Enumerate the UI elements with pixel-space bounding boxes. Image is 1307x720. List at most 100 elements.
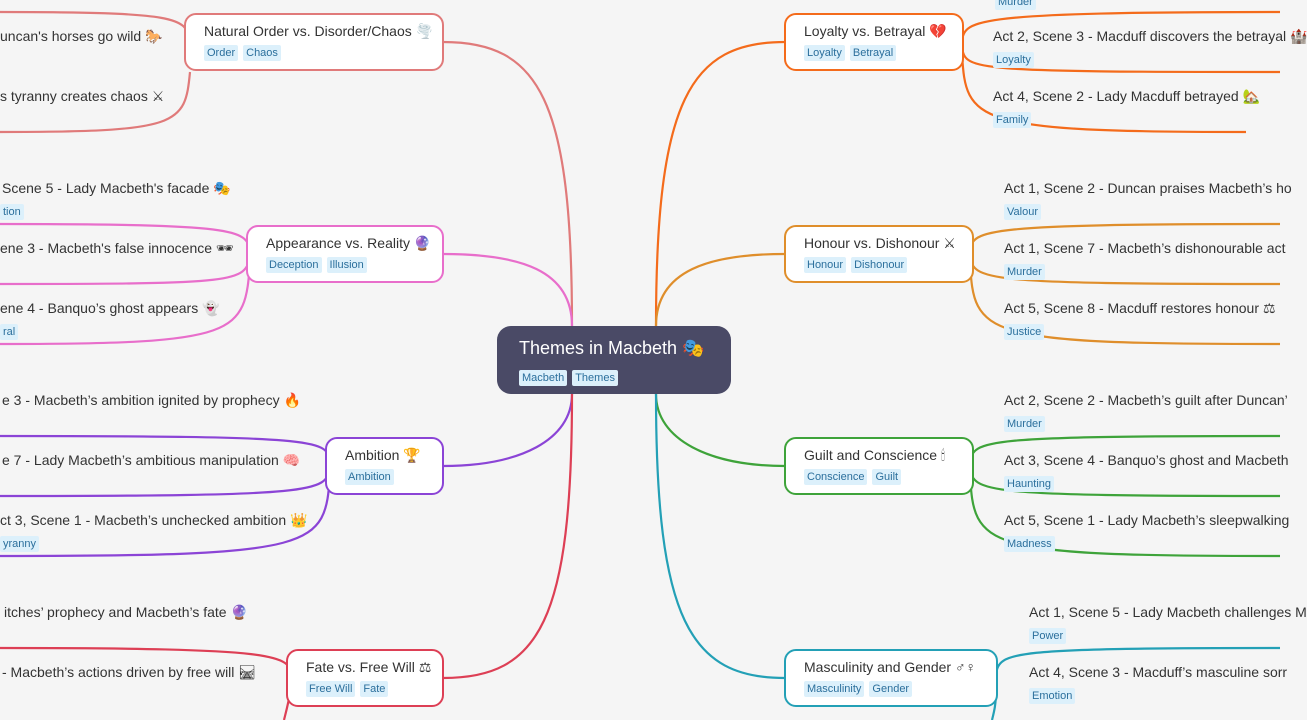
leaf-loyalty-3[interactable]: Act 4, Scene 2 - Lady Macduff betrayed 🏡…	[993, 86, 1260, 128]
leaf-loyalty-1[interactable]: Murder	[995, 0, 1041, 10]
tag[interactable]: Deception	[266, 257, 322, 273]
branch-order[interactable]: Natural Order vs. Disorder/Chaos 🌪️ Orde…	[184, 13, 444, 71]
branch-title: Honour vs. Dishonour ⚔	[804, 235, 956, 251]
tag[interactable]: Macbeth	[519, 370, 568, 386]
tag[interactable]: Family	[993, 112, 1032, 128]
edge-appearance-leaf-2	[0, 255, 252, 286]
tag[interactable]: Chaos	[243, 45, 281, 61]
tag[interactable]: Honour	[804, 257, 847, 273]
leaf-loyalty-2[interactable]: Act 2, Scene 3 - Macduff discovers the b…	[993, 26, 1307, 68]
leaf-text: Act 4, Scene 2 - Lady Macduff betrayed 🏡	[993, 88, 1260, 104]
leaf-appearance-1[interactable]: Scene 5 - Lady Macbeth's facade 🎭 tion	[0, 178, 231, 220]
leaf-ambition-1[interactable]: e 3 - Macbeth’s ambition ignited by prop…	[2, 390, 301, 410]
branch-title: Guilt and Conscience 🕯	[804, 447, 945, 463]
leaf-masculinity-1[interactable]: Act 1, Scene 5 - Lady Macbeth challenges…	[1029, 602, 1307, 644]
branch-ambition[interactable]: Ambition 🏆 Ambition	[325, 437, 444, 495]
tag[interactable]: Free Will	[306, 681, 356, 697]
edge-appearance-leaf-3	[0, 261, 252, 346]
leaf-text: s tyranny creates chaos ⚔	[0, 88, 165, 104]
leaf-tags: Murder	[1004, 414, 1288, 432]
tag[interactable]: Loyalty	[993, 52, 1034, 68]
tag[interactable]: Dishonour	[851, 257, 908, 273]
edge-loyalty-leaf-2	[960, 47, 1281, 74]
tag[interactable]: Gender	[869, 681, 913, 697]
leaf-order-2[interactable]: s tyranny creates chaos ⚔	[0, 86, 164, 106]
edge-root-order	[442, 40, 574, 327]
tag[interactable]: Fate	[360, 681, 389, 697]
leaf-guilt-3[interactable]: Act 5, Scene 1 - Lady Macbeth’s sleepwal…	[1004, 510, 1289, 552]
leaf-fate-1[interactable]: itches’ prophecy and Macbeth’s fate 🔮	[4, 602, 248, 622]
leaf-order-1[interactable]: uncan's horses go wild 🐎	[0, 26, 163, 46]
tag[interactable]: Conscience	[804, 469, 868, 485]
leaf-text: - Macbeth’s actions driven by free will …	[2, 664, 257, 680]
tag[interactable]: Order	[204, 45, 239, 61]
tag[interactable]: Madness	[1004, 536, 1055, 552]
leaf-text: Act 2, Scene 3 - Macduff discovers the b…	[993, 28, 1307, 44]
tag[interactable]: Valour	[1004, 204, 1041, 220]
tag[interactable]: Murder	[995, 0, 1036, 10]
branch-title: Loyalty vs. Betrayal 💔	[804, 23, 947, 39]
leaf-text: ct 3, Scene 1 - Macbeth’s unchecked ambi…	[0, 512, 308, 528]
leaf-appearance-2[interactable]: ene 3 - Macbeth's false innocence 🕶	[0, 238, 234, 258]
root-title: Themes in Macbeth 🎭	[519, 338, 705, 358]
leaf-guilt-2[interactable]: Act 3, Scene 4 - Banquo’s ghost and Macb…	[1004, 450, 1289, 492]
tag[interactable]: yranny	[0, 536, 40, 552]
leaf-text: Scene 5 - Lady Macbeth's facade 🎭	[2, 180, 231, 196]
tag[interactable]: Haunting	[1004, 476, 1055, 492]
tag[interactable]: Themes	[572, 370, 618, 386]
leaf-honour-2[interactable]: Act 1, Scene 7 - Macbeth’s dishonourable…	[1004, 238, 1285, 280]
leaf-tags: Valour	[1004, 202, 1292, 220]
tag[interactable]: tion	[0, 204, 24, 220]
leaf-honour-1[interactable]: Act 1, Scene 2 - Duncan praises Macbeth’…	[1004, 178, 1292, 220]
leaf-masculinity-2[interactable]: Act 4, Scene 3 - Macduff’s masculine sor…	[1029, 662, 1287, 704]
leaf-honour-3[interactable]: Act 5, Scene 8 - Macduff restores honour…	[1004, 298, 1275, 340]
leaf-tags: yranny	[0, 534, 307, 552]
tag[interactable]: Betrayal	[849, 45, 897, 61]
leaf-text: Act 3, Scene 4 - Banquo’s ghost and Macb…	[1004, 452, 1289, 468]
leaf-tags: Murder	[995, 0, 1041, 10]
leaf-text: Act 5, Scene 1 - Lady Macbeth’s sleepwal…	[1004, 512, 1290, 528]
leaf-tags: Family	[993, 110, 1260, 128]
tag[interactable]: Emotion	[1029, 688, 1076, 704]
tag[interactable]: Illusion	[326, 257, 367, 273]
tag[interactable]: Masculinity	[804, 681, 865, 697]
leaf-tags: Power	[1029, 626, 1307, 644]
tag[interactable]: Power	[1029, 628, 1067, 644]
leaf-text: e 3 - Macbeth’s ambition ignited by prop…	[2, 392, 301, 408]
edge-root-fate	[442, 393, 574, 680]
tag[interactable]: Ambition	[345, 469, 394, 485]
edge-ambition-leaf-2	[0, 467, 332, 498]
branch-title: Natural Order vs. Disorder/Chaos 🌪️	[204, 23, 434, 39]
leaf-tags: Loyalty	[993, 50, 1307, 68]
leaf-tags: ral	[0, 322, 220, 340]
leaf-tags: Madness	[1004, 534, 1289, 552]
tag[interactable]: Loyalty	[804, 45, 845, 61]
tag[interactable]: Murder	[1004, 416, 1045, 432]
edge-masculinity-leaf-1	[994, 646, 1281, 675]
edge-loyalty-leaf-1	[960, 10, 1281, 41]
leaf-tags: Emotion	[1029, 686, 1287, 704]
leaf-ambition-2[interactable]: e 7 - Lady Macbeth’s ambitious manipulat…	[2, 450, 300, 470]
edge-root-honour	[654, 252, 786, 327]
leaf-text: ene 4 - Banquo’s ghost appears 👻	[0, 300, 220, 316]
tag[interactable]: ral	[0, 324, 19, 340]
leaf-ambition-3[interactable]: ct 3, Scene 1 - Macbeth’s unchecked ambi…	[0, 510, 307, 552]
leaf-guilt-1[interactable]: Act 2, Scene 2 - Macbeth’s guilt after D…	[1004, 390, 1288, 432]
tag[interactable]: Guilt	[872, 469, 902, 485]
tag[interactable]: Murder	[1004, 264, 1045, 280]
tag[interactable]: Justice	[1004, 324, 1045, 340]
leaf-appearance-3[interactable]: ene 4 - Banquo’s ghost appears 👻 ral	[0, 298, 220, 340]
leaf-fate-2[interactable]: - Macbeth’s actions driven by free will …	[2, 662, 256, 682]
leaf-text: Act 1, Scene 7 - Macbeth’s dishonourable…	[1004, 240, 1286, 256]
